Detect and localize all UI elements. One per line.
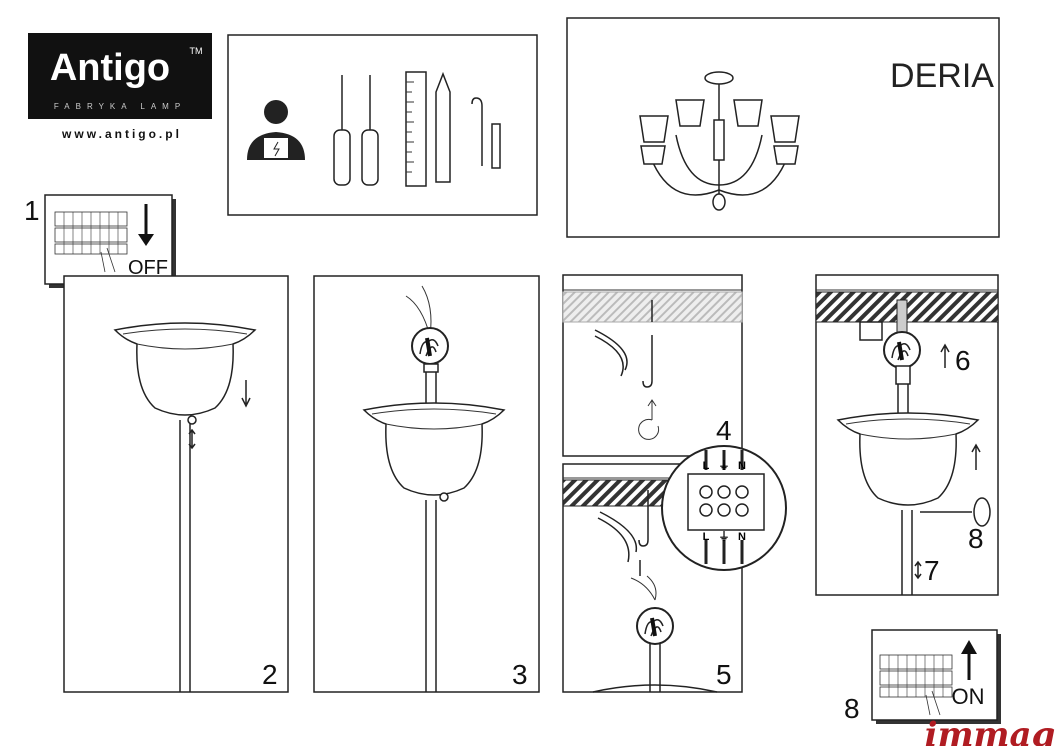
- chandelier-illustration: [639, 71, 800, 211]
- step-6-panel: 6 7 8: [815, 274, 999, 596]
- hook-and-plug-icon: [471, 97, 501, 169]
- step-2-number: 2: [262, 659, 278, 690]
- arrow-down-icon: [138, 234, 154, 246]
- ruler-icon: [405, 71, 427, 187]
- product-panel: DERIA: [566, 17, 1000, 238]
- on-label: ON: [952, 684, 985, 709]
- step-8-power-on: ON: [871, 629, 1001, 724]
- logo-tagline: FABRYKA LAMP: [54, 102, 186, 111]
- terminal-earth-bottom: ⏚: [719, 530, 730, 543]
- step-8-screw-number: 8: [968, 523, 984, 554]
- product-name: DERIA: [890, 57, 994, 95]
- antigo-logo: Antigo TM FABRYKA LAMP: [28, 33, 212, 119]
- step-3-number: 3: [512, 659, 528, 690]
- pencil-icon: [435, 71, 451, 183]
- step-2-panel: 2: [63, 275, 289, 693]
- step-4-panel: 4: [562, 274, 743, 457]
- step-1-number: 1: [24, 195, 40, 226]
- step-5-number: 5: [716, 659, 732, 690]
- logo-tm: TM: [190, 46, 203, 56]
- terminal-l-bottom: L: [703, 531, 710, 543]
- terminal-earth-top: ⏚: [719, 459, 730, 472]
- tools-panel: [227, 34, 538, 216]
- step-3-panel: 3: [313, 275, 540, 693]
- electrician-icon: [247, 100, 305, 160]
- terminal-n-bottom: N: [738, 531, 746, 543]
- step-1-power-off: OFF: [44, 194, 176, 288]
- terminal-l-top: L: [703, 460, 710, 472]
- immag-watermark: immag: [925, 715, 1056, 746]
- step-7-number: 7: [924, 555, 940, 586]
- terminal-block-detail: L ⏚ N L ⏚ N: [661, 445, 787, 571]
- step-8-number: 8: [844, 693, 860, 724]
- off-label: OFF: [128, 257, 168, 279]
- arrow-up-icon: [961, 640, 977, 654]
- website-text: www.antigo.pl: [61, 127, 182, 141]
- step-6-number: 6: [955, 345, 971, 376]
- step-4-number: 4: [716, 415, 732, 446]
- terminal-n-top: N: [738, 460, 746, 472]
- logo-brand: Antigo: [50, 47, 170, 89]
- screwdriver-icon: [333, 75, 379, 186]
